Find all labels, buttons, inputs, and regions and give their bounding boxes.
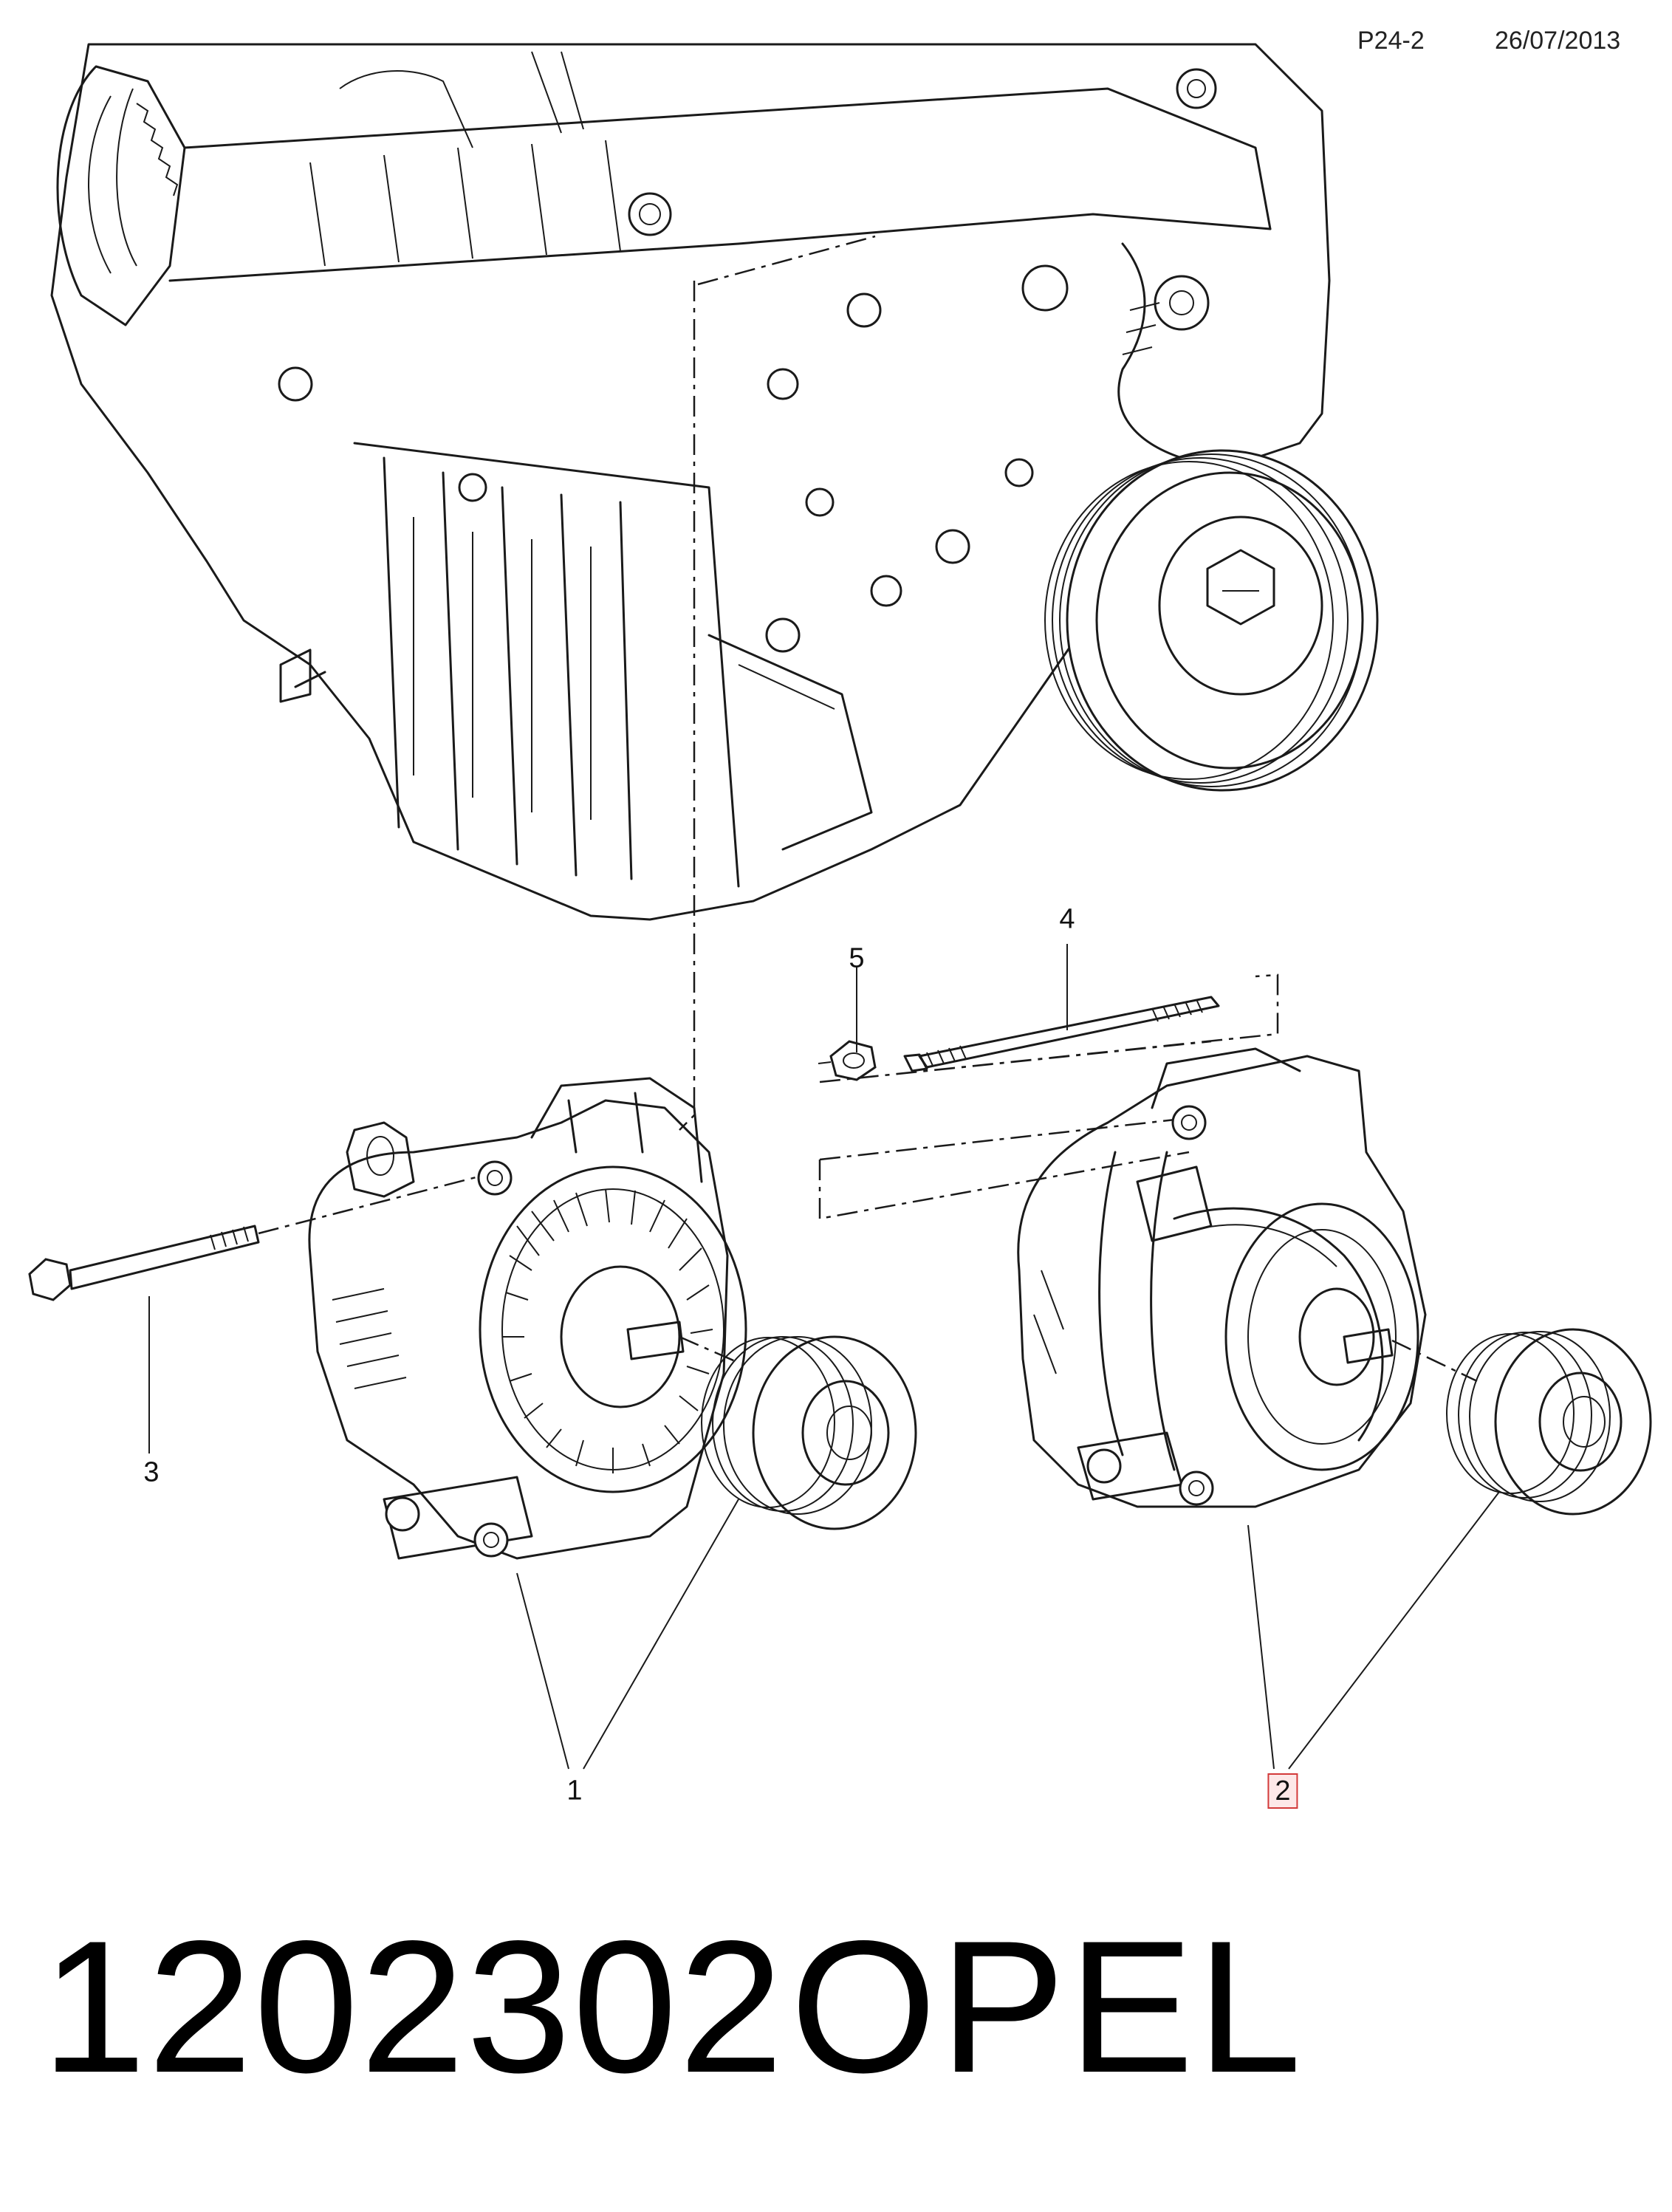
brand-label: OPEL [790,1902,1305,2112]
long-bolt-part-3 [28,1225,260,1301]
sheet-code-label: P24-2 [1357,27,1425,55]
callout-1: 1 [566,1775,583,1807]
stud-to-alt2-guide [818,1117,1190,1220]
flange-nut-part-5 [818,1040,877,1081]
alignment-guide-top [697,235,876,286]
pulley-variant-1 [701,1335,917,1530]
callout-3: 3 [143,1456,160,1488]
engine-block-drawing [50,43,1379,921]
bolt-guide-line [258,1173,488,1235]
sheet-date-label: 26/07/2013 [1495,27,1621,55]
pulley-variant-2 [1446,1328,1652,1516]
callout-2-highlighted: 2 [1267,1773,1298,1809]
alt2-pulley-guide [1391,1339,1478,1383]
callout-leader-lines [148,944,1500,1770]
callout-4: 4 [1059,903,1075,935]
alternator-variant-2 [1017,1047,1427,1508]
stud-bracket-guide [819,973,1279,1083]
alignment-guide-engine [679,281,696,1131]
alt1-pulley-guide [679,1335,739,1364]
callout-5: 5 [849,942,865,974]
stud-part-4 [903,996,1220,1072]
part-number-label: 1202302 [41,1902,785,2112]
alternator-variant-1 [308,1077,747,1560]
